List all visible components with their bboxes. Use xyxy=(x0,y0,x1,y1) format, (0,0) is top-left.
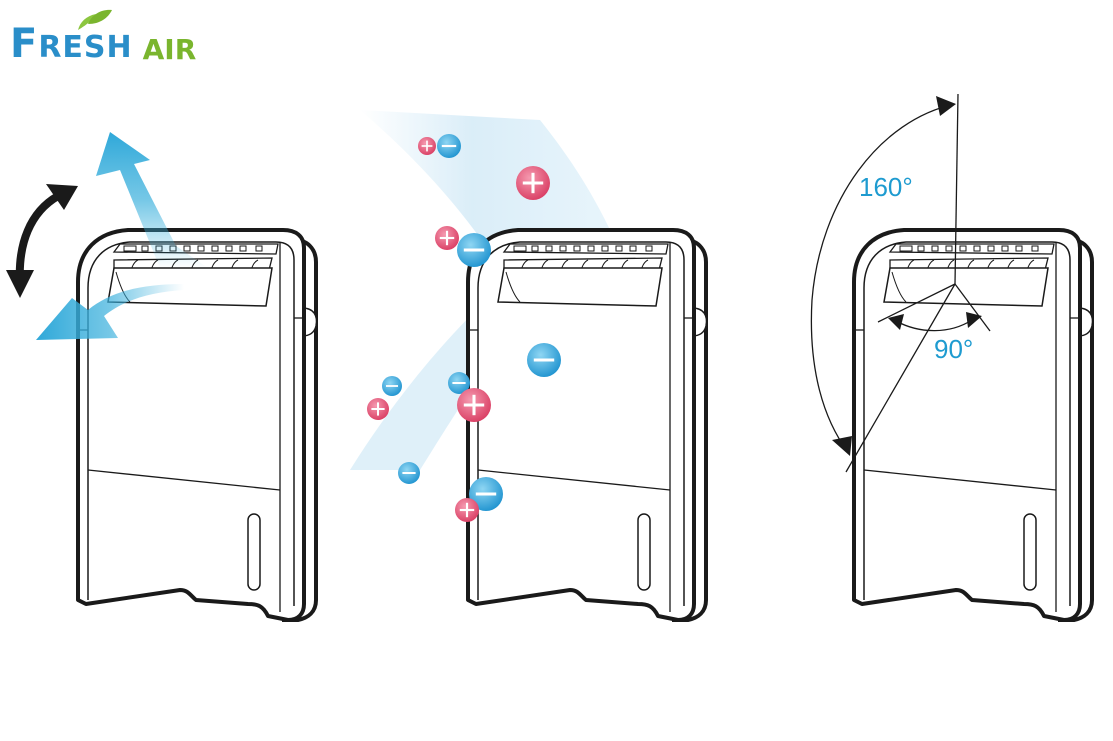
brand-logo: FRESH AIR xyxy=(10,9,197,66)
negative-ion-icon xyxy=(437,134,461,158)
airflow-down-arrow xyxy=(36,284,184,340)
positive-ion-icon xyxy=(418,137,436,155)
swing-double-arrow-icon xyxy=(15,192,61,283)
positive-ion-icon xyxy=(367,398,389,420)
arrowhead-160-top xyxy=(936,96,956,116)
angle-label-160: 160° xyxy=(859,172,913,202)
negative-ion-icon xyxy=(382,376,402,396)
louver-right-limit-line xyxy=(954,283,991,332)
swing-arrowhead-up xyxy=(46,184,78,210)
positive-ion-icon xyxy=(516,166,550,200)
airflow-up-arrow xyxy=(96,132,208,268)
leaf-icon xyxy=(78,9,112,30)
angle-label-90: 90° xyxy=(934,334,973,364)
vertical-reference-line xyxy=(954,93,959,285)
logo-fresh-text: FRESH xyxy=(10,9,133,64)
swing-arrowhead-down xyxy=(6,270,34,298)
arrowhead-90-right xyxy=(966,312,982,328)
louver-left-limit-line xyxy=(877,283,956,323)
logo-air-text: AIR xyxy=(142,33,197,66)
angle-arc-160 xyxy=(810,103,956,453)
panel-ion-generation xyxy=(350,110,709,622)
negative-ion-icon xyxy=(527,343,561,377)
negative-ion-icon xyxy=(448,372,470,394)
negative-ion-icon xyxy=(398,462,420,484)
air-purifier-device xyxy=(76,228,319,622)
positive-ion-icon xyxy=(435,226,459,250)
louver-lower-limit-line xyxy=(845,283,956,473)
arrowhead-90-left xyxy=(888,314,904,330)
negative-ion-icon xyxy=(469,477,503,511)
panel-louver-angles: 160° 90° xyxy=(810,93,1095,622)
positive-ion-icon xyxy=(457,388,491,422)
air-purifier-device-louver xyxy=(852,228,1095,622)
air-purifier-device-ionizer xyxy=(466,228,709,622)
ion-beam-lower xyxy=(350,270,650,470)
angle-arc-90 xyxy=(895,319,973,332)
positive-ion-icon xyxy=(455,498,479,522)
panel-airflow-swing xyxy=(6,132,319,622)
arrowhead-160-bottom xyxy=(832,436,852,456)
negative-ion-icon xyxy=(457,233,491,267)
